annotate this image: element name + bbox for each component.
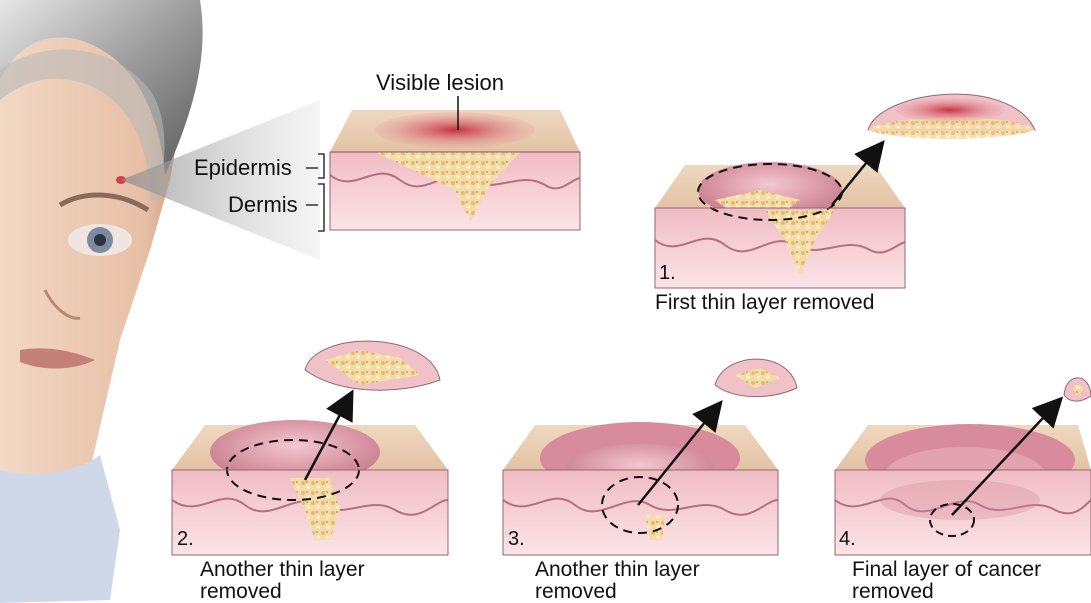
step-2-block	[172, 420, 448, 555]
step-1-removed-layer	[868, 94, 1035, 139]
step-1-block	[655, 162, 905, 288]
step-1-number: 1.	[659, 262, 676, 285]
step-3-removed-layer	[715, 359, 797, 397]
step-4-removed-layer	[1064, 378, 1091, 401]
step-3-number: 3.	[508, 528, 525, 551]
dermis-label: Dermis	[228, 192, 298, 218]
step-3-caption-line1: Another thin layer	[535, 559, 700, 581]
step-4-number: 4.	[839, 528, 856, 551]
step-4-caption-line1: Final layer of cancer	[852, 559, 1041, 581]
step-3-caption-line2: removed	[535, 581, 617, 603]
step-3-block	[503, 422, 778, 555]
step-4-caption-line2: removed	[852, 581, 934, 603]
step-4-block	[835, 424, 1091, 555]
visible-lesion-label: Visible lesion	[376, 70, 504, 96]
skin-cross-section-block	[330, 110, 580, 230]
step-2-number: 2.	[177, 528, 194, 551]
step-1-caption: First thin layer removed	[655, 292, 874, 314]
step-2-caption-line2: removed	[200, 581, 282, 603]
step-2-caption-line1: Another thin layer	[200, 559, 365, 581]
step-2-removed-layer	[305, 341, 440, 390]
epidermis-label: Epidermis	[194, 155, 292, 181]
